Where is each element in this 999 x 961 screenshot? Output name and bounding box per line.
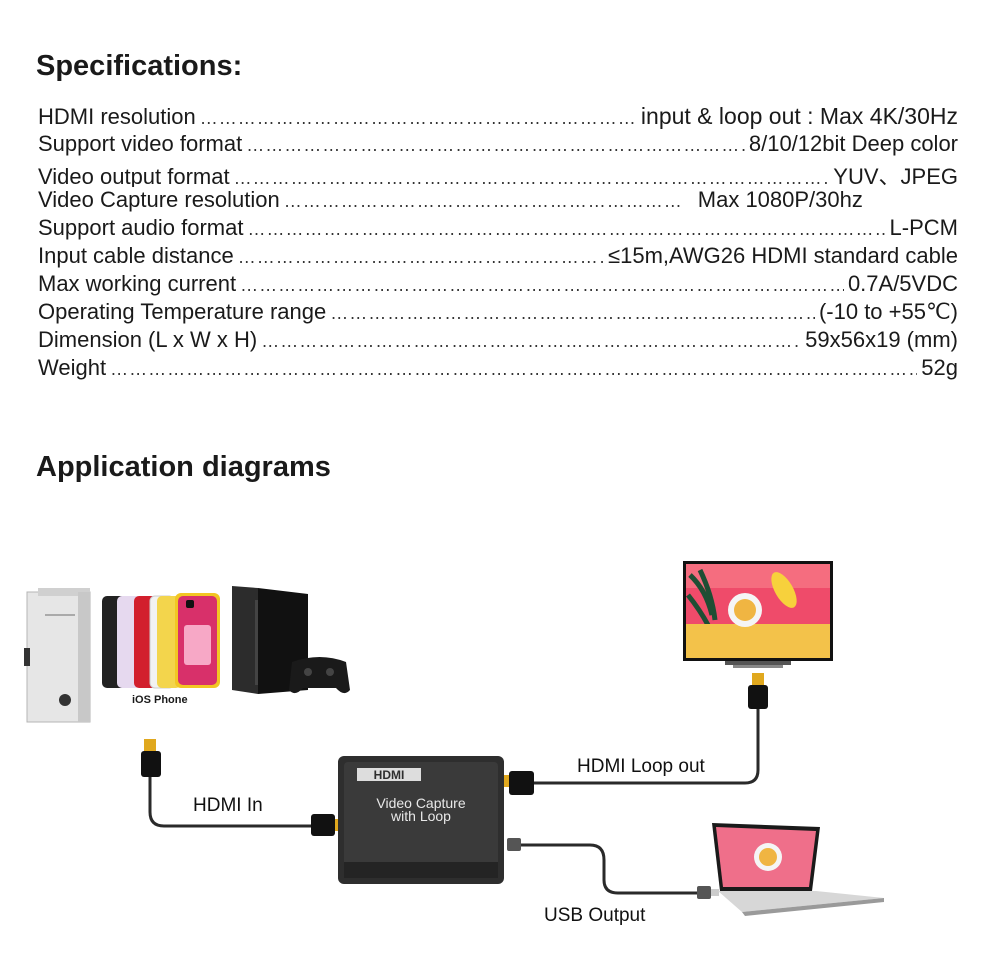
spec-value: input & loop out : Max 4K/30Hz bbox=[640, 103, 958, 129]
hdmi-plug-top-icon bbox=[748, 673, 768, 709]
ios-phone-label: iOS Phone bbox=[132, 694, 188, 706]
tv-icon bbox=[683, 561, 833, 668]
device-logo: HDMI bbox=[374, 768, 405, 782]
hdmi-loop-out-label: HDMI Loop out bbox=[577, 756, 705, 777]
spec-row-audio-format: Support audio format …………………………………………………… bbox=[38, 215, 958, 243]
spec-value: 52g bbox=[921, 355, 958, 380]
capture-device-icon: HDMI Video Capture with Loop bbox=[338, 756, 504, 884]
leader-dots: …………………………………………………………………………………………………………… bbox=[237, 247, 604, 267]
spec-value: ≤15m,AWG26 HDMI standard cable bbox=[608, 243, 958, 268]
spec-value: (-10 to +55℃) bbox=[818, 299, 958, 324]
leader-dots: …………………………………………………………………………………………………………… bbox=[199, 108, 637, 128]
spec-label: Max working current bbox=[38, 271, 237, 296]
spec-label: Input cable distance bbox=[38, 243, 234, 268]
spec-row-output-format: Video output format ……………………………………………………… bbox=[38, 159, 958, 187]
leader-dots: …………………………………………………………………………………………………………… bbox=[240, 275, 844, 295]
hdmi-plug-device-in-icon bbox=[311, 814, 342, 836]
hdmi-plug-left-icon bbox=[141, 739, 161, 777]
spec-row-video-format: Support video format …………………………………………………… bbox=[38, 131, 958, 159]
cables bbox=[148, 706, 760, 895]
spec-label: Support video format bbox=[38, 131, 243, 156]
application-diagrams-heading: Application diagrams bbox=[36, 451, 331, 483]
spec-value: 8/10/12bit Deep color bbox=[748, 131, 958, 156]
spec-value: YUV、JPEG bbox=[833, 164, 958, 187]
leader-dots: …………………………………………………………………………………………………………… bbox=[247, 219, 885, 239]
usb-output-label: USB Output bbox=[544, 905, 646, 926]
spec-value: 0.7A/5VDC bbox=[847, 271, 958, 296]
spec-label: Weight bbox=[38, 355, 107, 380]
device-label-line1: Video Capture bbox=[376, 795, 465, 811]
spec-label: Support audio format bbox=[38, 215, 244, 240]
spec-row-working-current: Max working current ……………………………………………………… bbox=[38, 271, 958, 299]
leader-dots: …………………………………………………………………………………………………………… bbox=[110, 359, 917, 379]
leader-dots: …………………………………………………………………………………………………………… bbox=[261, 331, 801, 351]
laptop-icon bbox=[712, 823, 884, 916]
leader-dots: …………………………………………………………………………………………………………… bbox=[233, 168, 830, 187]
spec-row-temperature: Operating Temperature range ………………………………… bbox=[38, 299, 958, 327]
device-label-line2: with Loop bbox=[390, 808, 451, 824]
hdmi-in-label: HDMI In bbox=[193, 795, 263, 816]
spec-row-weight: Weight ………………………………………………………………………………………… bbox=[38, 355, 958, 383]
iphone-icons bbox=[102, 593, 220, 689]
specifications-heading: Specifications: bbox=[36, 50, 243, 82]
pc-tower-icon bbox=[24, 588, 91, 723]
spec-label: Operating Temperature range bbox=[38, 299, 327, 324]
spec-row-hdmi-resolution: HDMI resolution ………………………………………………………………… bbox=[38, 103, 958, 131]
hdmi-plug-device-out-icon bbox=[502, 771, 534, 795]
spec-value: L-PCM bbox=[889, 215, 958, 240]
spec-label: Video Capture resolution bbox=[38, 187, 280, 212]
spec-label: HDMI resolution bbox=[38, 104, 196, 129]
leader-dots: …………………………………………………………………………………………………………… bbox=[283, 191, 684, 211]
usb-plug-icon bbox=[507, 838, 719, 899]
leader-dots: …………………………………………………………………………………………………………… bbox=[330, 303, 815, 323]
leader-dots: …………………………………………………………………………………………………………… bbox=[246, 135, 745, 155]
spec-value: Max 1080P/30hz bbox=[697, 187, 863, 212]
spec-label: Dimension (L x W x H) bbox=[38, 327, 258, 352]
spec-row-dimension: Dimension (L x W x H) ………………………………………………… bbox=[38, 327, 958, 355]
spec-value: 59x56x19 (mm) bbox=[805, 327, 958, 352]
spec-row-capture-resolution: Video Capture resolution ………………………………………… bbox=[38, 187, 958, 215]
spec-label: Video output format bbox=[38, 164, 230, 187]
game-console-icon bbox=[232, 586, 350, 694]
spec-row-cable-distance: Input cable distance …………………………………………………… bbox=[38, 243, 958, 271]
